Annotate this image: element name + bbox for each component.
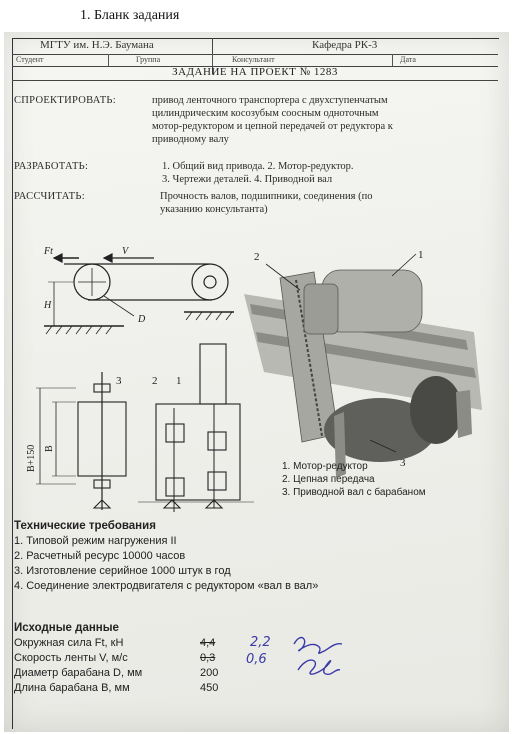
legend-item: 3. Приводной вал с барабаном bbox=[282, 487, 426, 498]
task-label: РАЗРАБОТАТЬ: bbox=[14, 161, 89, 172]
header-row: МГТУ им. Н.Э. Баумана Кафедра РК-3 bbox=[12, 38, 498, 74]
tail-drum-hub bbox=[203, 275, 217, 289]
department-name: Кафедра РК-3 bbox=[312, 39, 378, 51]
width-label: B bbox=[44, 445, 55, 452]
diameter-label: D bbox=[137, 314, 146, 325]
gear bbox=[207, 471, 227, 491]
velocity-label: V bbox=[122, 246, 130, 257]
handwritten-signature bbox=[293, 636, 343, 676]
field-divider bbox=[392, 54, 393, 66]
field-student: Студент bbox=[16, 55, 44, 64]
input-data-title: Исходные данные bbox=[14, 622, 119, 634]
data-name-length: Длина барабана B, мм bbox=[14, 682, 130, 694]
legend-item: 1. Мотор-редуктор bbox=[282, 461, 368, 472]
velocity-arrowhead bbox=[102, 253, 113, 263]
task-line: мотор-редуктором и цепной передачей от р… bbox=[152, 121, 393, 132]
sheet-frame bbox=[12, 38, 499, 729]
task-line: приводному валу bbox=[152, 134, 229, 145]
reducer-scheme bbox=[36, 343, 254, 512]
field-divider bbox=[212, 54, 213, 66]
task-label: РАССЧИТАТЬ: bbox=[14, 191, 85, 202]
legend-item: 2. Цепная передача bbox=[282, 474, 375, 485]
data-value-diameter: 200 bbox=[200, 667, 219, 679]
height-label: H bbox=[43, 300, 52, 311]
requirement-item: 2. Расчетный ресурс 10000 часов bbox=[14, 550, 186, 562]
field-date: Дата bbox=[400, 55, 416, 64]
callout-2-right: 2 bbox=[254, 251, 260, 263]
gear bbox=[207, 431, 227, 451]
corrected-value-force: 2,2 bbox=[250, 635, 271, 650]
task-line: указанию консультанта) bbox=[160, 204, 268, 215]
requirement-item: 1. Типовой режим нагружения II bbox=[14, 535, 177, 547]
gear bbox=[165, 477, 185, 497]
bearing bbox=[93, 383, 111, 393]
support-leg bbox=[456, 390, 472, 438]
field-consultant: Консультант bbox=[232, 55, 275, 64]
callout-1-left: 1 bbox=[176, 375, 182, 387]
force-label: Ft bbox=[43, 246, 53, 257]
requirement-item: 4. Соединение электродвигателя с редукто… bbox=[14, 580, 319, 592]
data-row: Скорость ленты V, м/с 0,3 0,6 bbox=[14, 652, 267, 667]
gear bbox=[165, 423, 185, 443]
task-line: 3. Чертежи деталей. 4. Приводной вал bbox=[162, 174, 333, 185]
data-name-diameter: Диаметр барабана D, мм bbox=[14, 667, 143, 679]
data-name-speed: Скорость ленты V, м/с bbox=[14, 652, 128, 664]
tail-drum bbox=[191, 263, 229, 301]
ground-hatch bbox=[45, 325, 113, 335]
assignment-sheet: МГТУ им. Н.Э. Баумана Кафедра РК-3 Студе… bbox=[4, 32, 509, 732]
data-value-speed: 0,3 bbox=[200, 652, 216, 664]
data-value-length: 450 bbox=[200, 682, 219, 694]
header-fields-row: Студент Группа Консультант Дата bbox=[12, 54, 498, 67]
motor-reducer-body bbox=[303, 283, 339, 335]
callout-1-right: 1 bbox=[418, 249, 424, 261]
data-row: Диаметр барабана D, мм 200 bbox=[14, 667, 218, 682]
force-arrowhead bbox=[52, 253, 63, 263]
assignment-title: ЗАДАНИЕ НА ПРОЕКТ № 1283 bbox=[12, 66, 498, 81]
width-plus-label: B+150 bbox=[26, 445, 37, 472]
chain bbox=[295, 279, 323, 437]
field-divider bbox=[108, 54, 109, 66]
callout-3-left: 3 bbox=[116, 375, 122, 387]
data-row: Длина барабана B, мм 450 bbox=[14, 682, 218, 697]
corrected-value-speed: 0,6 bbox=[246, 652, 267, 667]
input-data: Исходные данные Окружная сила Ft, кН 4,4… bbox=[14, 622, 271, 697]
conveyor-scheme bbox=[44, 253, 234, 335]
task-label: СПРОЕКТИРОВАТЬ: bbox=[14, 95, 116, 106]
task-line: привод ленточного транспортера с двухсту… bbox=[152, 95, 388, 106]
support-leg bbox=[334, 412, 346, 478]
university-name: МГТУ им. Н.Э. Баумана bbox=[40, 39, 154, 51]
data-row: Окружная сила Ft, кН 4,4 2,2 bbox=[14, 635, 271, 652]
leader-1 bbox=[391, 253, 417, 277]
data-name-force: Окружная сила Ft, кН bbox=[14, 637, 124, 649]
leader-2 bbox=[265, 263, 301, 291]
task-line: цилиндрическим косозубым соосным одноточ… bbox=[152, 108, 379, 119]
bearing bbox=[93, 479, 111, 489]
requirements-title: Технические требования bbox=[14, 520, 156, 532]
document-caption: 1. Бланк задания bbox=[80, 8, 180, 23]
signature-strokes bbox=[293, 636, 343, 676]
task-line: Прочность валов, подшипники, соединения … bbox=[160, 191, 373, 202]
requirement-item: 3. Изготовление серийное 1000 штук в год bbox=[14, 565, 231, 577]
technical-requirements: Технические требования 1. Типовой режим … bbox=[14, 520, 318, 594]
data-value-force: 4,4 bbox=[200, 637, 216, 649]
motor bbox=[199, 343, 227, 405]
field-group: Группа bbox=[136, 55, 161, 64]
task-line: 1. Общий вид привода. 2. Мотор-редуктор. bbox=[162, 161, 354, 172]
ground-hatch bbox=[185, 311, 233, 321]
drive-drawings: Ft V H D 3 2 1 B bbox=[26, 246, 482, 512]
drum bbox=[324, 398, 436, 462]
drive-3d-view bbox=[244, 253, 482, 478]
diameter-leader bbox=[103, 295, 135, 317]
callout-2-left: 2 bbox=[152, 375, 158, 387]
leader-3 bbox=[369, 439, 397, 453]
drive-legend: 1. Мотор-редуктор 2. Цепная передача 3. … bbox=[282, 460, 426, 499]
supports bbox=[92, 499, 224, 509]
callout-3-right: 3 bbox=[400, 457, 406, 469]
drum-face bbox=[410, 376, 462, 444]
gearbox-housing bbox=[155, 403, 241, 501]
